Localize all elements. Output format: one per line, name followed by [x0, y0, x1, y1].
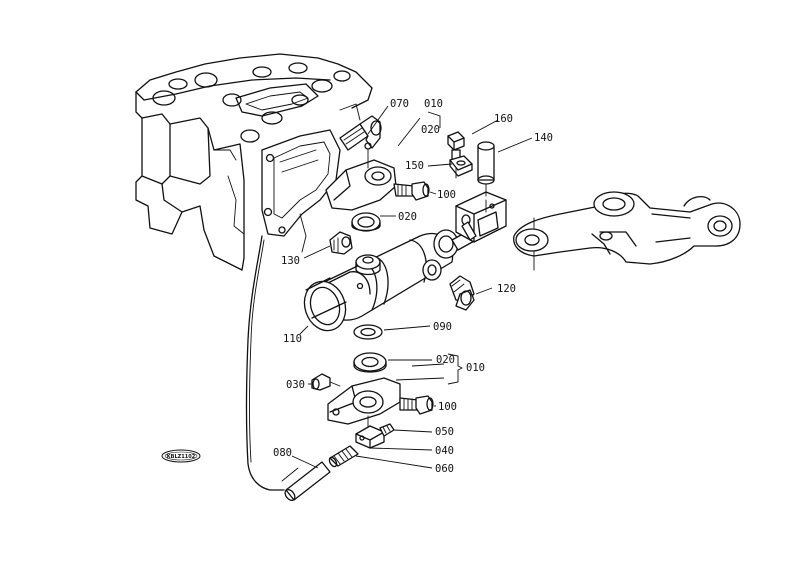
label-160: 160	[494, 113, 513, 125]
elbow-070	[339, 115, 382, 151]
label-130: 130	[281, 255, 300, 267]
label-050: 050	[435, 426, 454, 438]
label-100-top: 100	[437, 189, 456, 201]
label-060: 060	[435, 463, 454, 475]
washer-020-upper	[351, 212, 381, 232]
fitting-130	[329, 231, 353, 255]
label-080: 080	[273, 447, 292, 459]
pin-140	[477, 141, 495, 213]
washer-090	[353, 324, 383, 340]
rod-clevis	[455, 191, 507, 243]
lift-arm	[513, 191, 741, 271]
bolt-100-lower	[399, 395, 434, 415]
transmission-housing	[135, 53, 373, 271]
label-030: 030	[286, 379, 305, 391]
part-labels: 070 010 020 160 140 150 100 020 130 120 …	[273, 98, 553, 475]
pin-030	[311, 373, 341, 391]
label-150: 150	[405, 160, 424, 172]
label-110: 110	[283, 333, 302, 345]
label-070: 070	[390, 98, 409, 110]
bolt-100-upper	[393, 181, 430, 201]
stamp-text: KBLZ1102	[167, 454, 196, 460]
label-020-low: 020	[436, 354, 455, 366]
label-120: 120	[497, 283, 516, 295]
elbow-120	[449, 275, 475, 311]
nut-150	[449, 155, 473, 177]
lower-clevis-bracket	[327, 377, 401, 427]
label-090: 090	[433, 321, 452, 333]
washer-020-lower	[353, 352, 387, 373]
label-040: 040	[435, 445, 454, 457]
label-020-top: 020	[421, 124, 440, 136]
label-010-top: 010	[424, 98, 443, 110]
bolt-160	[447, 131, 465, 179]
fitting-060	[328, 445, 359, 468]
label-020-mid: 020	[398, 211, 417, 223]
pipe-080	[245, 235, 331, 501]
label-100-low: 100	[438, 401, 457, 413]
fitting-040	[355, 425, 385, 449]
stamp-logo: KBLZ1102	[161, 449, 201, 463]
hydraulic-cylinder-110	[303, 229, 477, 332]
label-010-low: 010	[466, 362, 485, 374]
leader-lines	[291, 105, 533, 469]
label-140: 140	[534, 132, 553, 144]
